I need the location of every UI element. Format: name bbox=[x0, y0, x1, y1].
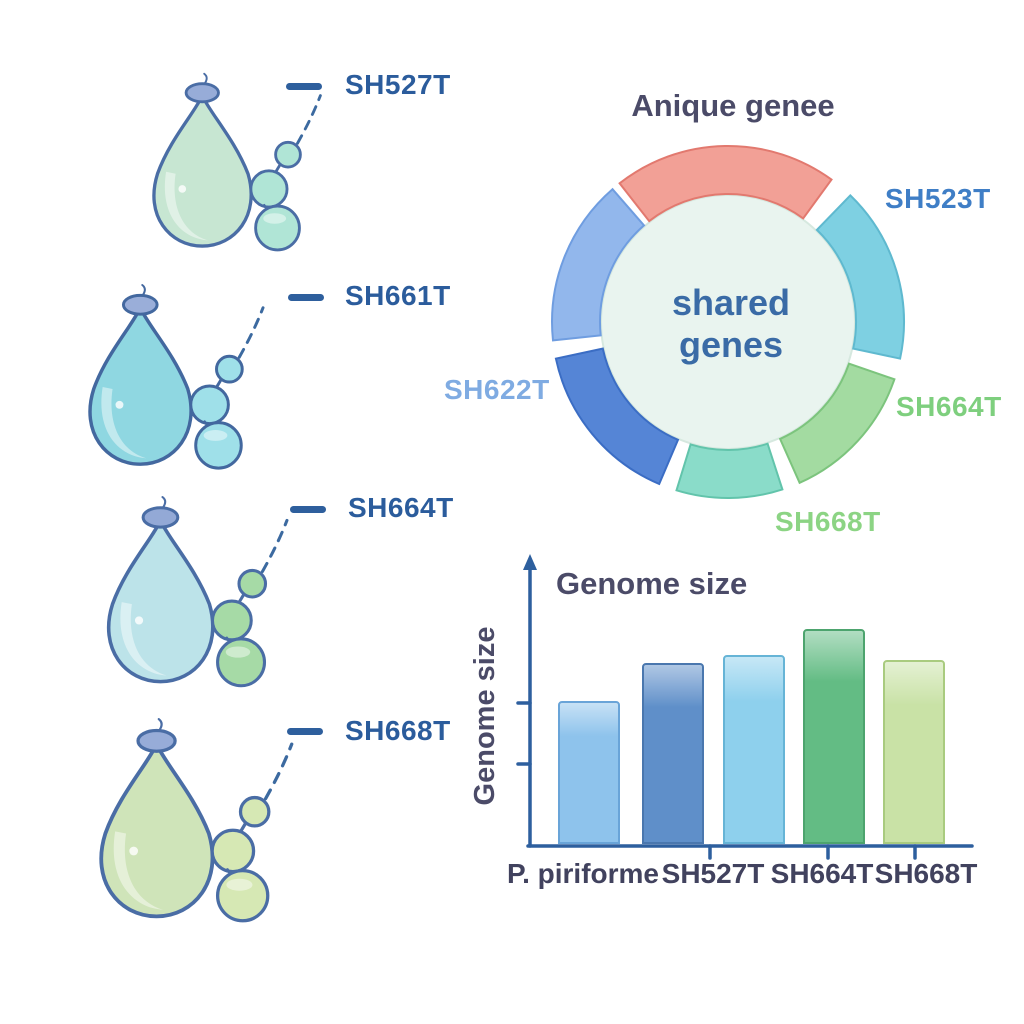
bud-chain-circle-middle bbox=[249, 169, 289, 209]
strain-row-sh661t bbox=[58, 284, 276, 482]
bud-chain-circle-top bbox=[274, 140, 302, 169]
bar-2 bbox=[723, 655, 785, 844]
bar-3 bbox=[803, 629, 865, 844]
axes-lines bbox=[516, 566, 974, 860]
ring-center-line1: shared bbox=[671, 282, 791, 323]
pyriform-cell-body bbox=[106, 516, 215, 684]
chart-title: Genome size bbox=[556, 566, 748, 601]
ring-segment-sh622t bbox=[551, 187, 646, 342]
cell-glint bbox=[134, 616, 144, 625]
label-dash-sh661t bbox=[288, 294, 324, 301]
ring-label-sh668t: SH668T bbox=[775, 506, 881, 537]
strain-row-sh527t bbox=[128, 72, 328, 264]
pyriform-cell-illustration bbox=[88, 284, 265, 470]
bud-chain-circle-bottom bbox=[194, 421, 243, 470]
pyriform-cell-illustration bbox=[106, 496, 289, 688]
ring-label-sh622t: SH622T bbox=[444, 374, 550, 405]
bud-gloss bbox=[203, 430, 228, 441]
bar-1 bbox=[642, 663, 704, 844]
pyriform-cell-illustration bbox=[99, 718, 294, 923]
cell-gloss-highlight bbox=[120, 602, 167, 676]
bar-4 bbox=[883, 660, 945, 844]
bud-chain-circle-top bbox=[215, 354, 244, 384]
pointer-dashed-line bbox=[237, 306, 265, 359]
ring-center-disc bbox=[600, 194, 856, 450]
pointer-dashed-line bbox=[263, 742, 294, 801]
ring-segment-shared-arc bbox=[554, 347, 680, 486]
bud-chain-circle-bottom bbox=[254, 204, 301, 252]
pyriform-cell-body bbox=[152, 91, 253, 248]
bud-gloss bbox=[263, 213, 287, 224]
strain-label-sh664t: SH664T bbox=[348, 492, 454, 523]
strain-row-sh668t bbox=[66, 718, 306, 936]
pyriform-cell-body bbox=[88, 303, 193, 466]
bud-chain-circle-middle bbox=[189, 384, 230, 426]
pointer-dashed-line bbox=[296, 94, 322, 145]
bud-gloss bbox=[226, 878, 253, 891]
ring-segment-sh668t bbox=[675, 442, 784, 500]
ring-center-label: shared genes bbox=[631, 282, 831, 367]
cell-art-slot bbox=[66, 718, 306, 936]
pyriform-cell-body bbox=[99, 739, 215, 919]
bar-chart-bars bbox=[500, 550, 1000, 846]
x-category-label-2: SH664T bbox=[770, 858, 874, 889]
cell-cap bbox=[136, 728, 177, 753]
cell-glint bbox=[178, 185, 187, 193]
x-category-label-1: SH527T bbox=[661, 858, 765, 889]
ring-segment-sh523t bbox=[815, 193, 905, 360]
bud-chain-circle-middle bbox=[210, 599, 253, 642]
chart-y-axis-label: Genome size bbox=[469, 626, 501, 806]
cell-cap bbox=[184, 82, 220, 104]
cell-art-slot bbox=[128, 72, 328, 264]
label-dash-sh527t bbox=[286, 83, 322, 90]
ring-label-sh664t: SH664T bbox=[896, 391, 1002, 422]
cell-glint bbox=[115, 400, 124, 409]
bud-chain-circle-middle bbox=[210, 828, 256, 874]
ring-segment-sh664t bbox=[778, 362, 896, 485]
bud-chain-circle-top bbox=[238, 795, 271, 828]
x-category-label-0: P. piriforme bbox=[507, 858, 659, 889]
pointer-dashed-line bbox=[260, 518, 289, 574]
cell-glint bbox=[129, 846, 139, 856]
strain-label-sh661t: SH661T bbox=[345, 280, 451, 311]
x-category-label-3: SH668T bbox=[874, 858, 978, 889]
pangenome-title: Anique genee bbox=[631, 88, 835, 123]
strain-row-sh664t bbox=[72, 496, 304, 700]
bud-gloss bbox=[225, 646, 251, 658]
ring-center-line2: genes bbox=[678, 324, 784, 366]
pyriform-cell-illustration bbox=[152, 72, 322, 252]
cell-cap bbox=[141, 506, 180, 529]
chart-axes bbox=[516, 554, 974, 860]
bud-chain-circle-bottom bbox=[216, 637, 267, 688]
cell-art-slot bbox=[72, 496, 304, 700]
cell-gloss-highlight bbox=[113, 831, 164, 910]
cell-gloss-highlight bbox=[101, 386, 147, 459]
bar-0 bbox=[558, 701, 620, 844]
pangenome-ring-diagram bbox=[551, 144, 905, 500]
cell-gloss-highlight bbox=[164, 171, 208, 241]
y-axis-arrowhead bbox=[523, 554, 537, 570]
ring-label-sh523t: SH523T bbox=[885, 183, 991, 214]
strain-label-sh527t: SH527T bbox=[345, 69, 451, 100]
strain-label-sh668t: SH668T bbox=[345, 715, 451, 746]
bud-chain-circle-bottom bbox=[215, 868, 270, 923]
label-dash-sh668t bbox=[287, 728, 323, 735]
label-dash-sh664t bbox=[290, 506, 326, 513]
cell-art-slot bbox=[58, 284, 276, 482]
bud-chain-circle-top bbox=[237, 568, 268, 599]
cell-cap bbox=[121, 293, 159, 316]
ring-segment-unique-genes bbox=[618, 144, 833, 223]
